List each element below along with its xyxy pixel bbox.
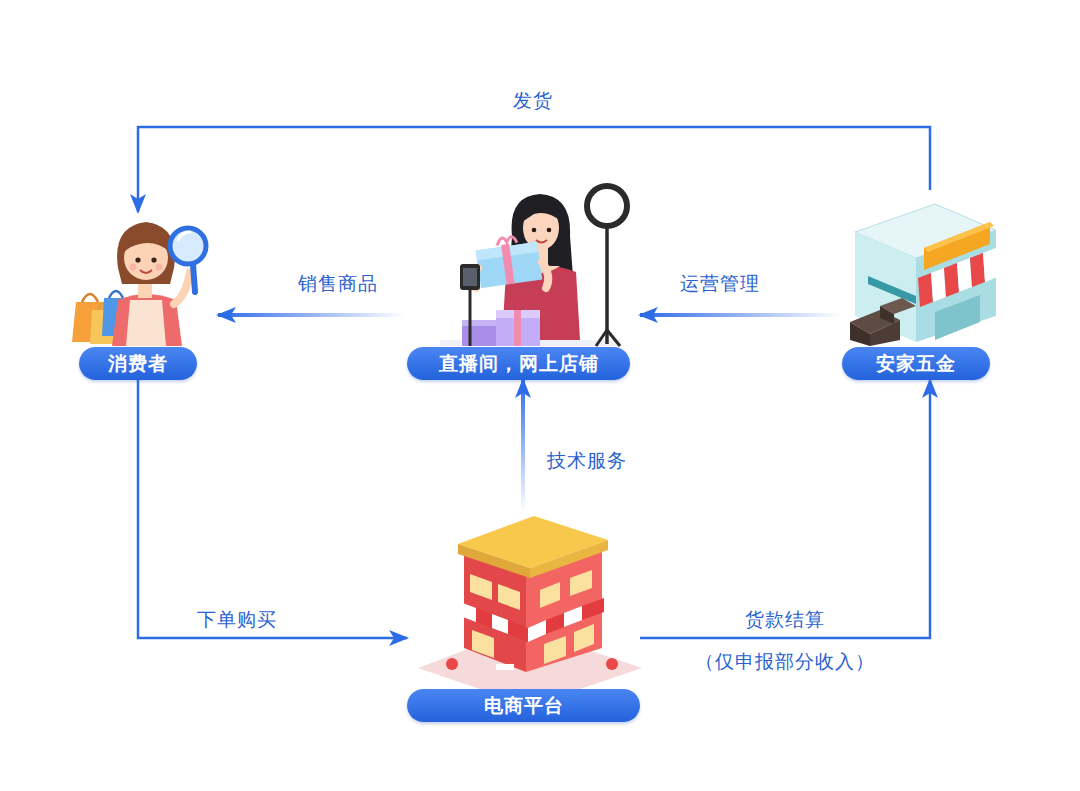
store-node: 安家五金 xyxy=(842,190,1000,380)
platform-node: 电商平台 xyxy=(407,512,640,722)
edge-label: 技术服务 xyxy=(547,448,627,474)
flow-arrow xyxy=(138,380,407,638)
label-pill: 直播间，网上店铺 xyxy=(407,347,630,380)
live-room-node: 直播间，网上店铺 xyxy=(405,178,640,380)
edge-label: 货款结算 xyxy=(745,607,825,633)
edge-label: 发货 xyxy=(513,88,553,114)
label-pill: 消费者 xyxy=(79,347,197,380)
node-label: 直播间，网上店铺 xyxy=(439,351,599,377)
node-label: 安家五金 xyxy=(876,351,956,377)
node-label: 消费者 xyxy=(108,351,168,377)
edge-label: 下单购买 xyxy=(197,607,277,633)
label-pill: 电商平台 xyxy=(407,689,640,722)
node-label: 电商平台 xyxy=(484,693,564,719)
flow-arrow xyxy=(138,127,930,212)
edge-label: 销售商品 xyxy=(298,271,378,297)
flow-arrow xyxy=(521,380,525,512)
note-label: （仅申报部分收入） xyxy=(695,649,875,675)
flow-arrow xyxy=(640,380,930,638)
edge-label: 运营管理 xyxy=(680,271,760,297)
consumer-illustration xyxy=(72,222,206,346)
platform-illustration xyxy=(418,516,642,706)
live-stream-illustration xyxy=(440,186,627,346)
consumer-node: 消费者 xyxy=(58,212,218,380)
label-pill: 安家五金 xyxy=(842,347,990,380)
flow-arrow xyxy=(218,313,405,317)
flow-arrow xyxy=(640,313,842,317)
store-illustration xyxy=(850,204,1000,346)
